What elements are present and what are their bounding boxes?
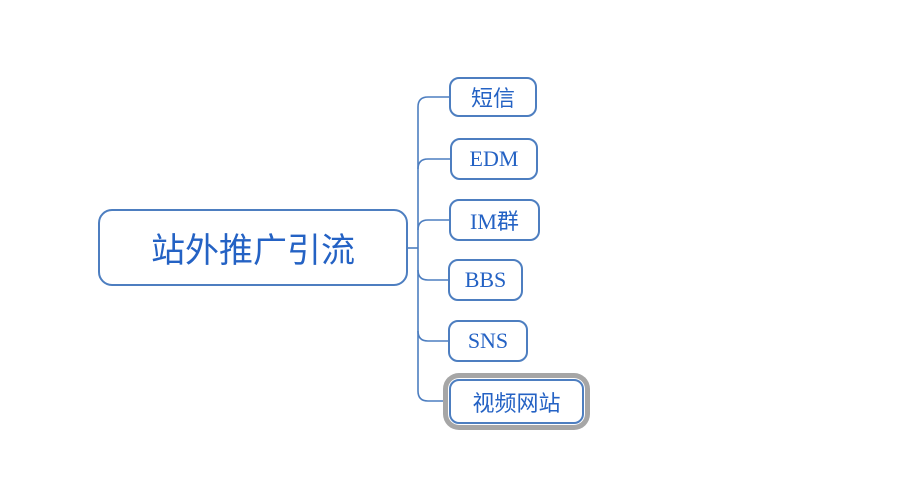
root-node-label: 站外推广引流: [151, 233, 355, 270]
mindmap-node-sns[interactable]: SNS: [448, 320, 528, 362]
mindmap-node-bbs[interactable]: BBS: [448, 259, 523, 301]
node-label: EDM: [469, 146, 519, 171]
mindmap-node-sms[interactable]: 短信: [449, 77, 537, 117]
connector-branch-bbs: [417, 269, 448, 281]
node-label: 短信: [470, 86, 515, 111]
connector-branch-sns: [417, 330, 448, 342]
mindmap-node-video-site-selected[interactable]: 视频网站: [449, 379, 584, 424]
mindmap-node-edm[interactable]: EDM: [450, 138, 538, 180]
mindmap-node-im-group[interactable]: IM群: [449, 199, 540, 241]
connector-branch-edm: [417, 158, 450, 170]
node-label: BBS: [464, 267, 507, 292]
node-label: 视频网站: [472, 390, 561, 416]
connector-branch-video: [417, 390, 443, 402]
node-label: IM群: [470, 209, 519, 234]
connector-branch-im: [417, 219, 449, 231]
node-label: SNS: [467, 328, 509, 353]
connector-branch-sms: [417, 96, 449, 108]
mindmap-root-node[interactable]: 站外推广引流: [98, 209, 408, 286]
